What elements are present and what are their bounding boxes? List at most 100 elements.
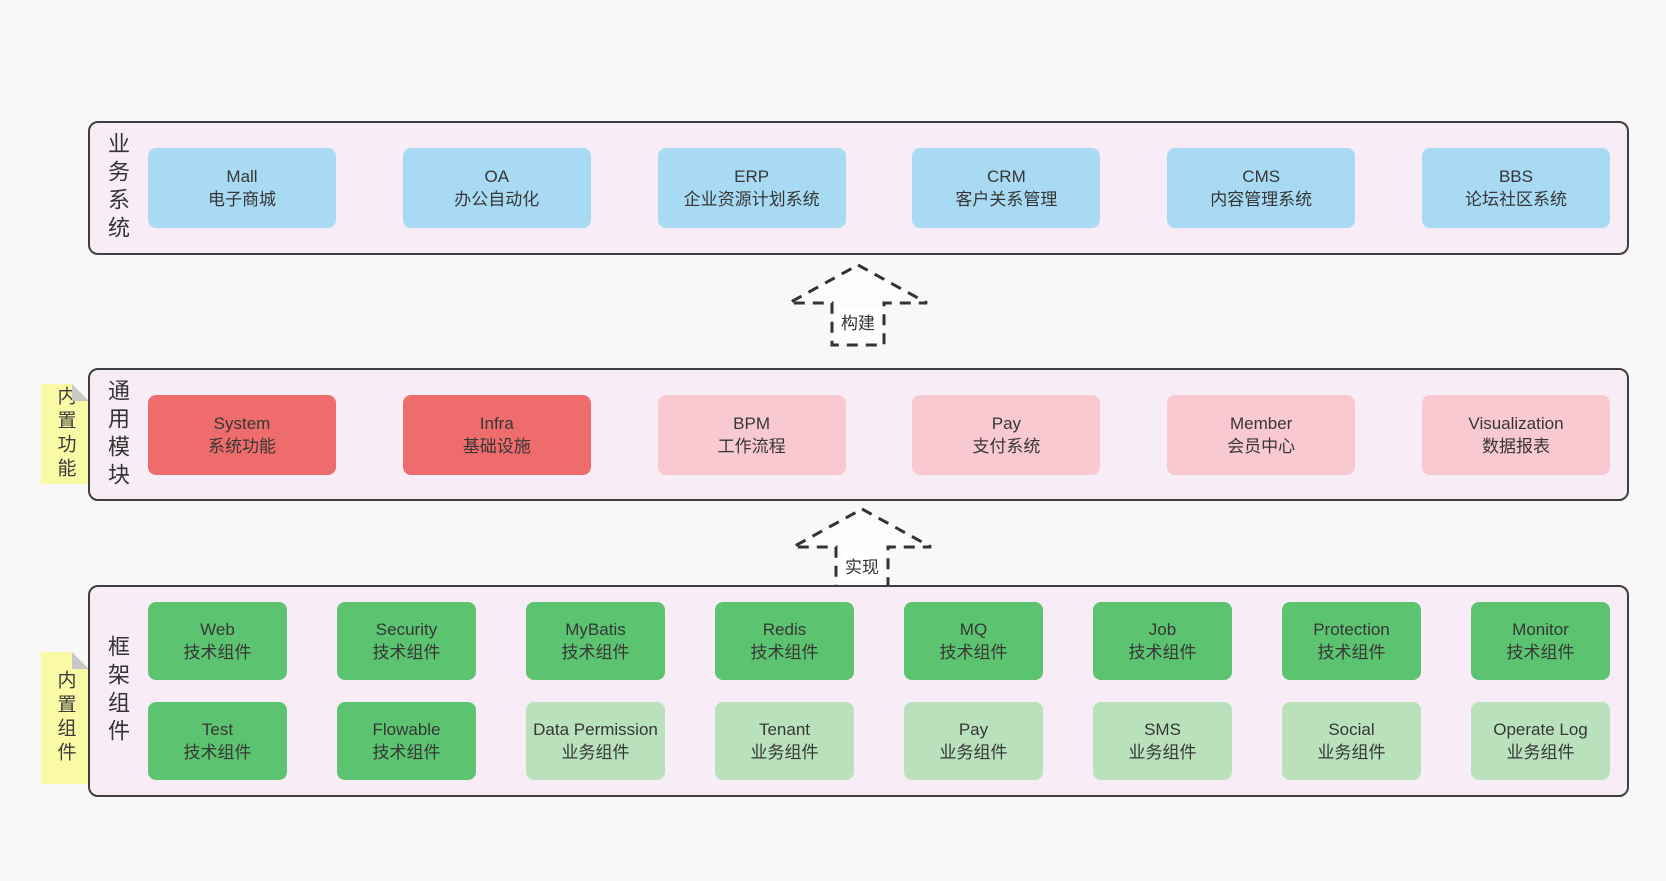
box-title: Infra <box>479 413 514 433</box>
box-protection: Protection 技术组件 <box>1282 602 1421 680</box>
box-subtitle: 内容管理系统 <box>1210 190 1313 209</box>
box-mall: Mall 电子商城 <box>148 148 336 228</box>
box-title: CMS <box>1242 167 1281 186</box>
box-subtitle: 技术组件 <box>372 643 441 662</box>
implement-arrow-label: 实现 <box>842 552 882 579</box>
box-cms: CMS 内容管理系统 <box>1167 148 1356 228</box>
box-flowable: Flowable 技术组件 <box>337 702 476 780</box>
box-subtitle: 技术组件 <box>183 743 252 762</box>
box-title: Web <box>200 620 235 639</box>
box-title: OA <box>484 167 510 186</box>
box-subtitle: 客户关系管理 <box>955 190 1058 209</box>
box-subtitle: 业务组件 <box>561 743 630 762</box>
box-title: Job <box>1148 620 1177 639</box>
box-title: Security <box>375 620 438 639</box>
box-subtitle: 基础设施 <box>462 436 531 456</box>
box-mq: MQ 技术组件 <box>904 602 1043 680</box>
build-arrow-icon <box>788 263 928 347</box>
box-crm: CRM 客户关系管理 <box>912 148 1101 228</box>
box-title: Tenant <box>758 720 811 739</box>
box-subtitle: 业务组件 <box>1506 743 1575 762</box>
box-title: Monitor <box>1512 620 1569 639</box>
box-title: SMS <box>1144 720 1181 739</box>
business-systems-layer: 业务系统 Mall 电子商城 OA 办公自动化 ERP 企业资源计划系统 CRM… <box>88 121 1629 255</box>
box-oa: OA 办公自动化 <box>402 148 591 228</box>
box-infra: Infra 基础设施 <box>402 394 591 475</box>
box-subtitle: 企业资源计划系统 <box>683 190 820 209</box>
component-boxes-grid: Web 技术组件 Security 技术组件 MyBatis 技术组件 Redi… <box>144 587 1627 795</box>
box-subtitle: 技术组件 <box>1128 643 1197 662</box>
box-subtitle: 技术组件 <box>372 743 441 762</box>
box-sms: SMS 业务组件 <box>1093 702 1232 780</box>
box-subtitle: 会员中心 <box>1227 436 1296 456</box>
box-subtitle: 系统功能 <box>208 436 276 456</box>
layer-label-components: 框架组件 <box>105 635 130 747</box>
layer-label-business: 业务系统 <box>105 132 130 244</box>
box-operate-log: Operate Log 业务组件 <box>1471 702 1610 780</box>
component-row-1: Web 技术组件 Security 技术组件 MyBatis 技术组件 Redi… <box>148 602 1610 680</box>
box-title: Pay <box>958 720 989 739</box>
business-boxes-row: Mall 电子商城 OA 办公自动化 ERP 企业资源计划系统 CRM 客户关系… <box>144 123 1627 253</box>
build-arrow-label: 构建 <box>838 308 878 335</box>
component-row-2: Test 技术组件 Flowable 技术组件 Data Permission … <box>148 702 1610 780</box>
box-title: MyBatis <box>565 620 626 639</box>
box-web: Web 技术组件 <box>148 602 287 680</box>
box-subtitle: 技术组件 <box>1506 643 1575 662</box>
box-data-permission: Data Permission 业务组件 <box>526 702 665 780</box>
framework-components-layer: 框架组件 Web 技术组件 Security 技术组件 MyBatis 技术组件… <box>88 585 1629 797</box>
box-title: Protection <box>1313 620 1390 639</box>
module-boxes-row: System 系统功能 Infra 基础设施 BPM 工作流程 Pay 支付系统… <box>144 370 1627 499</box>
box-title: BPM <box>733 413 771 433</box>
box-title: Operate Log <box>1493 720 1588 739</box>
box-title: Mall <box>226 167 258 186</box>
box-subtitle: 技术组件 <box>750 643 819 662</box>
box-system: System 系统功能 <box>148 394 336 475</box>
box-pay: Pay 支付系统 <box>912 394 1101 475</box>
box-title: Social <box>1328 720 1375 739</box>
box-subtitle: 业务组件 <box>939 743 1008 762</box>
box-title: Pay <box>991 413 1022 433</box>
box-subtitle: 工作流程 <box>717 436 786 456</box>
box-title: Data Permission <box>533 720 658 739</box>
box-title: Member <box>1230 413 1293 433</box>
box-monitor: Monitor 技术组件 <box>1471 602 1610 680</box>
box-title: ERP <box>734 167 770 186</box>
box-subtitle: 业务组件 <box>750 743 819 762</box>
box-subtitle: 技术组件 <box>561 643 630 662</box>
box-subtitle: 论坛社区系统 <box>1464 190 1567 209</box>
box-subtitle: 技术组件 <box>939 643 1008 662</box>
box-subtitle: 业务组件 <box>1317 743 1386 762</box>
tab-built-in-components: 内置组件 <box>41 652 89 784</box>
box-subtitle: 技术组件 <box>183 643 252 662</box>
box-redis: Redis 技术组件 <box>715 602 854 680</box>
box-title: Visualization <box>1468 413 1564 433</box>
box-title: BBS <box>1498 167 1533 186</box>
folded-corner-icon <box>72 652 89 669</box>
folded-corner-icon <box>72 384 89 401</box>
box-subtitle: 电子商城 <box>208 190 276 209</box>
box-test: Test 技术组件 <box>148 702 287 780</box>
implement-arrow-icon <box>792 507 932 591</box>
box-visualization: Visualization 数据报表 <box>1421 394 1610 475</box>
box-title: System <box>213 413 271 433</box>
box-tenant: Tenant 业务组件 <box>715 702 854 780</box>
box-social: Social 业务组件 <box>1282 702 1421 780</box>
box-bpm: BPM 工作流程 <box>657 394 846 475</box>
common-modules-layer: 通用模块 System 系统功能 Infra 基础设施 BPM 工作流程 Pay… <box>88 368 1629 501</box>
layer-label-modules: 通用模块 <box>105 378 130 491</box>
box-title: Redis <box>762 620 807 639</box>
box-mybatis: MyBatis 技术组件 <box>526 602 665 680</box>
box-subtitle: 业务组件 <box>1128 743 1197 762</box>
box-title: Flowable <box>372 720 441 739</box>
box-bbs: BBS 论坛社区系统 <box>1421 148 1610 228</box>
box-title: CRM <box>987 167 1026 186</box>
box-subtitle: 办公自动化 <box>454 190 540 209</box>
box-pay-biz: Pay 业务组件 <box>904 702 1043 780</box>
box-subtitle: 数据报表 <box>1481 436 1550 456</box>
box-subtitle: 技术组件 <box>1317 643 1386 662</box>
box-security: Security 技术组件 <box>337 602 476 680</box>
box-title: Test <box>201 720 234 739</box>
box-title: MQ <box>959 620 988 639</box>
box-member: Member 会员中心 <box>1167 394 1356 475</box>
